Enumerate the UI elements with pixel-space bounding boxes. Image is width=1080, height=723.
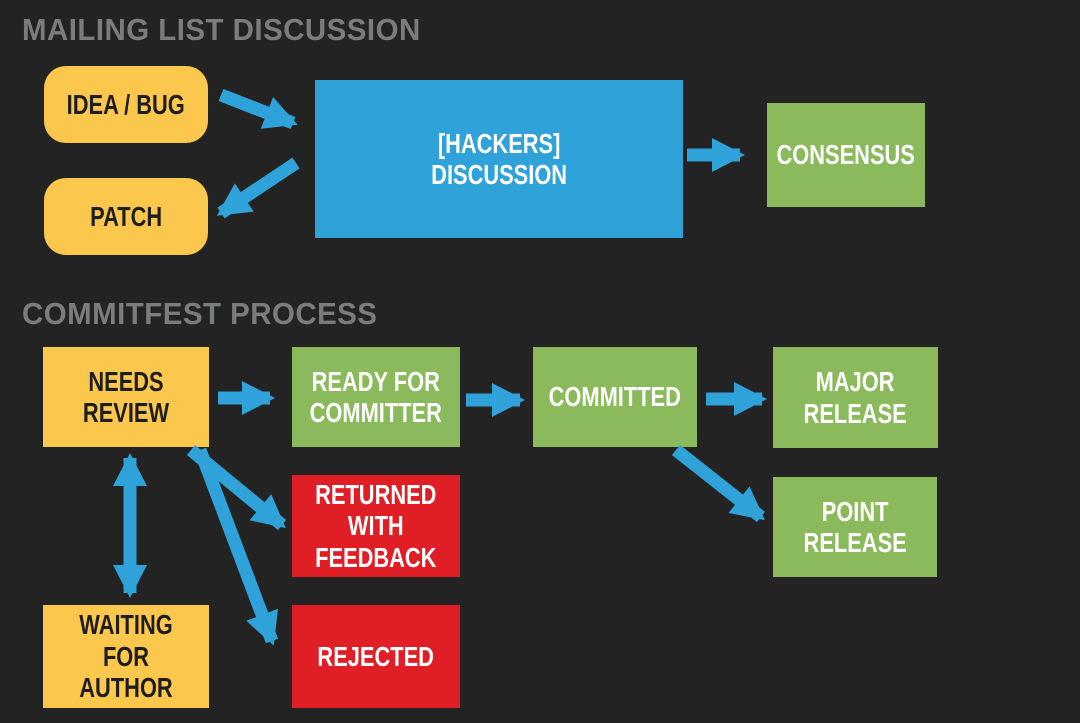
node-patch: PATCH (44, 178, 208, 255)
arrow-needs-review-to-rejected (193, 447, 279, 646)
node-committed-label: COMMITTED (548, 381, 682, 413)
node-point-release: POINT RELEASE (773, 477, 937, 577)
section-title-commitfest-process: COMMITFEST PROCESS (22, 296, 378, 331)
node-rejected: REJECTED (292, 605, 460, 708)
node-hackers-discussion-label: [HACKERS] DISCUSSION (431, 127, 567, 190)
node-returned-with-feedback: RETURNED WITH FEEDBACK (292, 475, 460, 577)
node-idea-bug-label: IDEA / BUG (66, 88, 186, 120)
node-returned-with-feedback-label: RETURNED WITH FEEDBACK (315, 478, 437, 573)
node-committed: COMMITTED (533, 347, 697, 447)
node-hackers-discussion: [HACKERS] DISCUSSION (315, 80, 683, 238)
node-ready-for-committer-label: READY FOR COMMITTER (309, 365, 443, 428)
node-ready-for-committer: READY FOR COMMITTER (292, 347, 460, 447)
arrow-discussion-to-patch (216, 157, 300, 219)
node-needs-review: NEEDS REVIEW (43, 347, 209, 447)
node-consensus-label: CONSENSUS (776, 139, 916, 171)
section-title-mailing-list-discussion: MAILING LIST DISCUSSION (22, 12, 421, 47)
arrow-needs-review-to-returned-with-feedback (186, 444, 287, 531)
arrow-committed-to-point-release (671, 444, 766, 523)
node-rejected-label: REJECTED (317, 640, 435, 672)
node-major-release: MAJOR RELEASE (773, 347, 938, 448)
arrow-idea-bug-to-discussion (218, 88, 298, 130)
node-patch-label: PATCH (89, 200, 162, 232)
node-waiting-for-author-label: WAITING FOR AUTHOR (79, 609, 173, 704)
node-waiting-for-author: WAITING FOR AUTHOR (43, 605, 209, 708)
node-idea-bug: IDEA / BUG (44, 66, 208, 143)
node-consensus: CONSENSUS (767, 103, 925, 207)
node-point-release-label: POINT RELEASE (803, 495, 907, 558)
node-needs-review-label: NEEDS REVIEW (82, 365, 170, 428)
node-major-release-label: MAJOR RELEASE (803, 366, 908, 429)
